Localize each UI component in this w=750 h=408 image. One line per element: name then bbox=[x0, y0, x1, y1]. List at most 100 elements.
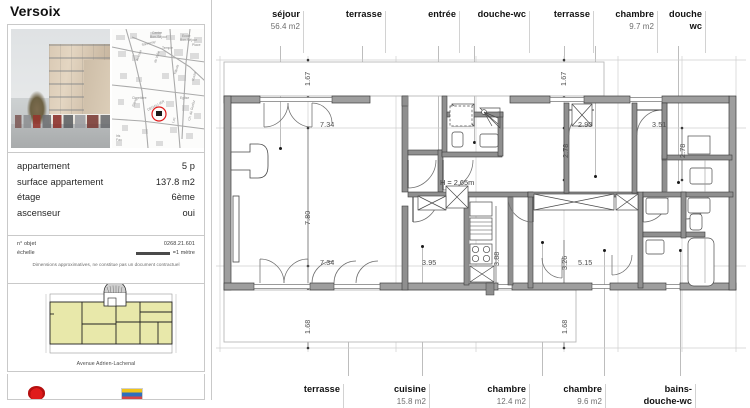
bathroom-fixtures-top bbox=[449, 105, 501, 148]
room-label-terrasse-top-left: terrasse bbox=[308, 9, 386, 53]
label-separator bbox=[529, 11, 530, 53]
dimension-7-34-upper: 7.34 bbox=[320, 120, 335, 129]
room-label-name: cuisine bbox=[393, 384, 426, 394]
partner-logo-icon bbox=[121, 388, 143, 399]
dimension-5-15: 5.15 bbox=[578, 258, 593, 267]
spec-value: 5 p bbox=[181, 161, 195, 171]
leader-dot-chambre-top bbox=[593, 175, 597, 178]
svg-text:Lac: Lac bbox=[171, 117, 176, 124]
label-separator bbox=[657, 11, 658, 53]
room-label-name: douche-wc bbox=[477, 9, 526, 19]
svg-text:Temple: Temple bbox=[162, 46, 173, 50]
disclaimer-text: Dimensions approximatives, ne constitue … bbox=[32, 262, 180, 267]
meta-key: échelle bbox=[17, 250, 35, 256]
label-separator bbox=[529, 384, 530, 408]
sidebar-plan-divider bbox=[211, 0, 212, 400]
room-label-terrasse-top-right: terrasse bbox=[532, 9, 594, 53]
terraces bbox=[223, 61, 605, 343]
label-separator bbox=[459, 11, 460, 53]
floorplan-drawing-area: séjour 56.4 m2 terrasse entrée douche-wc… bbox=[212, 0, 750, 408]
dimension-3-51: 3.51 bbox=[652, 120, 667, 129]
svg-text:Route: Route bbox=[191, 71, 197, 81]
specs-table: appartement 5 p surface appartement 137.… bbox=[7, 152, 205, 236]
leader-line-bains bbox=[680, 250, 681, 376]
meta-value: 0268.21.601 bbox=[163, 241, 195, 247]
svg-text:Etang: Etang bbox=[131, 98, 138, 108]
room-label-douche-wc-top: douche-wc bbox=[440, 9, 530, 53]
page-title: Versoix bbox=[10, 3, 61, 19]
photo-parked-cars bbox=[14, 114, 110, 128]
spec-key: surface appartement bbox=[17, 176, 104, 187]
leader-line-terrasse-bottom bbox=[348, 322, 349, 376]
room-label-name: entrée bbox=[428, 9, 456, 19]
svg-text:Centre: Centre bbox=[152, 31, 162, 35]
door-leaves bbox=[407, 109, 662, 222]
info-sidebar: Versoix bbox=[0, 0, 211, 400]
street-caption: Avenue Adrien-Lachenal bbox=[76, 361, 136, 367]
leader-line-sejour bbox=[280, 46, 281, 148]
leader-dot-sejour bbox=[278, 147, 282, 150]
leader-dot-douche-wc-right bbox=[676, 181, 680, 184]
leader-line-chambre-bottom-2 bbox=[604, 250, 605, 376]
spec-row: étage 6ème bbox=[17, 190, 195, 206]
dimension-3-88: 3.88 bbox=[492, 251, 501, 266]
svg-text:Eglise: Eglise bbox=[180, 96, 189, 100]
leader-line-terrasse-top bbox=[362, 46, 363, 76]
svg-text:lris: lris bbox=[116, 134, 121, 138]
leader-line-chambre-top bbox=[595, 46, 596, 176]
room-label-entree: entrée bbox=[388, 9, 460, 53]
svg-text:Bon-Séjour: Bon-Séjour bbox=[150, 35, 168, 39]
building-photo bbox=[11, 29, 110, 148]
spec-key: étage bbox=[17, 192, 41, 203]
room-label-name: chambre bbox=[563, 384, 602, 394]
leader-dot-bains bbox=[678, 249, 682, 252]
map-svg: Centre Bon-Séjour Ecole Bon-Séjour Templ… bbox=[112, 29, 205, 148]
label-separator bbox=[593, 11, 594, 53]
media-border-left bbox=[7, 25, 8, 152]
title-divider bbox=[7, 24, 205, 25]
room-label-name: terrasse bbox=[303, 384, 340, 394]
scale-bar-icon bbox=[135, 252, 170, 255]
logos-box bbox=[7, 374, 205, 400]
room-label-name: terrasse bbox=[345, 9, 382, 19]
svg-text:Bon-Séjour: Bon-Séjour bbox=[180, 38, 198, 42]
meta-table: n° objet 0268.21.601 échelle =1 mètre Di… bbox=[7, 236, 205, 284]
sejour-builtins bbox=[230, 143, 269, 263]
dimension-3-26: 3.26 bbox=[560, 255, 569, 270]
meta-key: n° objet bbox=[17, 241, 37, 247]
leader-line-entree bbox=[438, 46, 439, 152]
plan-svg bbox=[216, 56, 746, 352]
detail-lines bbox=[407, 96, 706, 283]
dimension-1-67-right: 1.67 bbox=[559, 71, 568, 86]
room-label-name: douche wc bbox=[669, 9, 702, 31]
scale-value: =1 mètre bbox=[172, 250, 195, 256]
room-label-name: séjour bbox=[272, 9, 300, 19]
plan-geometry bbox=[212, 0, 750, 400]
room-label-terrasse-bottom: terrasse bbox=[272, 384, 344, 408]
location-map[interactable]: Centre Bon-Séjour Ecole Bon-Séjour Templ… bbox=[112, 29, 205, 148]
mini-plan-svg bbox=[8, 284, 204, 370]
meta-row-object-number: n° objet 0268.21.601 bbox=[17, 240, 195, 249]
mini-floorplan-thumbnail[interactable]: Avenue Adrien-Lachenal bbox=[7, 284, 205, 372]
dimension-1-67-left: 1.67 bbox=[303, 71, 312, 86]
leader-dot-chambre-bottom-2 bbox=[602, 249, 606, 252]
dimension-2-78-right: 2.78 bbox=[678, 143, 687, 158]
dimension-7-34-lower: 7.34 bbox=[320, 258, 335, 267]
label-separator bbox=[343, 384, 344, 408]
label-separator bbox=[385, 11, 386, 53]
spec-key: ascenseur bbox=[17, 207, 61, 218]
leader-line-douche-wc-right bbox=[678, 46, 679, 182]
dimension-3-95: 3.95 bbox=[422, 258, 437, 267]
leader-dot-chambre-bottom-1 bbox=[540, 241, 544, 244]
label-separator bbox=[303, 11, 304, 53]
label-separator bbox=[705, 11, 706, 53]
svg-text:de Valle: de Valle bbox=[153, 51, 161, 64]
svg-text:Place: Place bbox=[192, 43, 201, 47]
top-room-labels: séjour 56.4 m2 terrasse entrée douche-wc… bbox=[212, 0, 750, 53]
dimension-1-68-left: 1.68 bbox=[303, 319, 312, 334]
spec-value: 6ème bbox=[171, 192, 195, 203]
spec-key: appartement bbox=[17, 161, 70, 171]
media-border-right bbox=[204, 25, 205, 152]
ceiling-height-note: H = 2.65m bbox=[440, 178, 475, 187]
